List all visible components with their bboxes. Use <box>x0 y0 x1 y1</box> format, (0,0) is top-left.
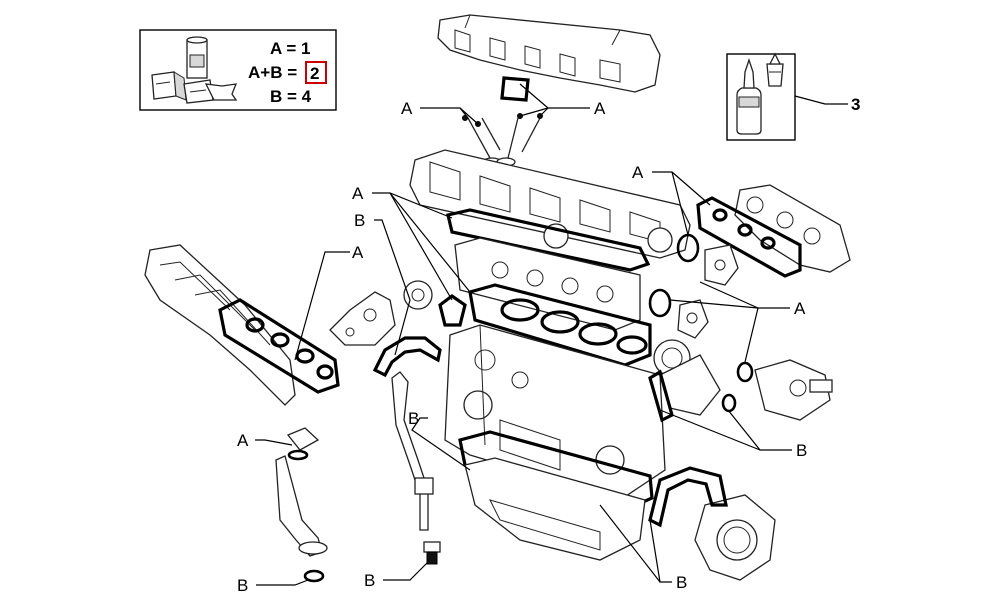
legend-line-a: A = 1 <box>270 39 310 58</box>
oil-pan <box>464 457 646 561</box>
oil-drain-plug <box>423 541 441 565</box>
callout-a-right-mid: A <box>794 299 806 318</box>
callout-b-drain-plug: B <box>364 571 375 590</box>
callout-b-left-head: B <box>354 211 365 230</box>
sealant-box <box>726 52 796 141</box>
callout-a-oil-pickup: A <box>237 431 249 450</box>
engine-block <box>444 324 666 501</box>
callout-b-right-pump: B <box>796 441 807 460</box>
water-pump-gasket <box>438 294 467 327</box>
sealant-bottle-icon <box>736 52 784 135</box>
o-ring-4 <box>721 393 737 413</box>
oil-pickup <box>275 427 328 557</box>
intake-manifold <box>437 14 661 93</box>
o-ring-2 <box>648 288 672 318</box>
water-pump-bracket <box>329 291 396 346</box>
callout-a-top-right: A <box>594 99 606 118</box>
rear-cover-gasket <box>648 466 728 528</box>
oil-pickup-gasket <box>287 449 309 461</box>
thermostat-housing <box>677 244 739 339</box>
right-manifold <box>734 184 851 273</box>
callout-b-bottom-left: B <box>237 576 248 595</box>
callout-b-dipstick: B <box>408 409 419 428</box>
coolant-outlet <box>754 359 833 421</box>
gasket-kit-legend-icon <box>151 36 238 104</box>
callout-a-left-head: A <box>352 184 364 203</box>
legend-highlight-box <box>305 61 327 84</box>
legend-box: A = 1 A+B = 2 B = 4 <box>139 29 337 111</box>
exhaust-manifold-gasket <box>218 298 340 394</box>
right-manifold-gasket <box>696 196 802 278</box>
cylinder-head <box>454 237 641 331</box>
callout-3-sealant: 3 <box>851 95 860 114</box>
water-pump-pulley <box>403 280 433 310</box>
cylinder-head-gasket <box>468 283 652 367</box>
leader-lines <box>255 83 848 586</box>
callout-b-bottom-right: B <box>676 573 687 592</box>
throttle-gasket <box>500 76 530 102</box>
rear-crank-seal-housing <box>694 494 776 581</box>
fuel-pump <box>653 339 721 416</box>
legend-line-a-plus-b-value: 2 <box>310 64 319 83</box>
legend-line-a-plus-b-prefix: A+B = <box>248 63 297 82</box>
timing-cover-gasket <box>372 336 442 378</box>
callout-a-right-manifold: A <box>632 163 644 182</box>
legend-line-b: B = 4 <box>270 87 312 106</box>
o-ring-3 <box>736 361 754 383</box>
dipstick-tube <box>391 371 434 531</box>
callout-a-top-left: A <box>401 99 413 118</box>
exhaust-manifold <box>144 244 296 406</box>
cam-cover-gasket <box>446 208 651 272</box>
oil-pickup-o-ring <box>303 569 325 583</box>
camshaft-housing <box>409 149 691 259</box>
callout-a-exhaust: A <box>352 243 364 262</box>
